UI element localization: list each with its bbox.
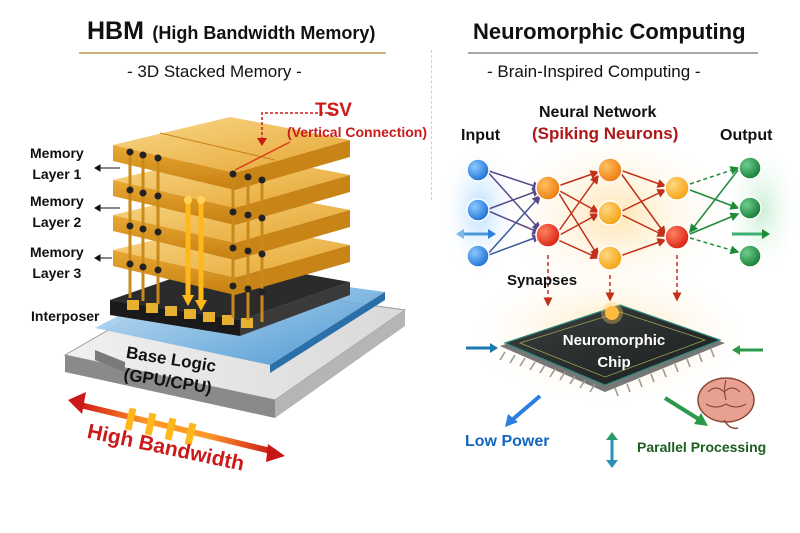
memory-layer-1-label: Memory Layer 1 (30, 145, 84, 182)
tsv-callout (257, 112, 333, 146)
hbm-subtitle: - 3D Stacked Memory - (127, 62, 302, 81)
high-bandwidth-arrow (68, 392, 285, 462)
interposer-pads (127, 300, 253, 328)
synapse-connections (485, 166, 740, 307)
output-neurons (738, 156, 762, 268)
hidden-neurons (535, 157, 690, 271)
data-flow-arrows (182, 196, 207, 311)
chip-label: Neuromorphic Chip (562, 332, 666, 371)
layer-pointers (94, 164, 120, 262)
hbm-title-paren: (High Bandwidth Memory) (152, 23, 376, 43)
neuromorphic-title-underline (468, 52, 758, 54)
chip-flow-arrows (466, 343, 763, 468)
brain-icon (697, 377, 755, 430)
tsv-label: TSV (315, 100, 352, 121)
network-title: Neural Network (539, 104, 657, 121)
memory-layer-2-label: Memory Layer 2 (30, 193, 84, 230)
hbm-title: HBM (High Bandwidth Memory) (87, 17, 375, 46)
neuromorphic-chip (499, 302, 725, 397)
input-neurons (466, 158, 490, 268)
memory-layer-3-label: Memory Layer 3 (30, 244, 84, 281)
synapses-label: Synapses (507, 272, 578, 289)
hbm-illustration (63, 112, 407, 462)
panel-divider (431, 50, 432, 200)
tsv-sublabel: (Vertical Connection) (287, 124, 428, 140)
input-label: Input (461, 127, 501, 144)
network-subtitle: (Spiking Neurons) (532, 124, 679, 143)
output-label: Output (720, 127, 773, 144)
low-power-label: Low Power (465, 433, 550, 450)
io-flow-arrows (456, 229, 770, 239)
hbm-title-underline (79, 52, 386, 54)
hbm-title-main: HBM (87, 17, 144, 45)
parallel-processing-label: Parallel Processing (637, 439, 767, 455)
neuromorphic-subtitle: - Brain-Inspired Computing - (487, 62, 701, 81)
interposer-label: Interposer (31, 308, 100, 324)
tsv-nodes (126, 148, 266, 296)
neuromorphic-title: Neuromorphic Computing (473, 19, 746, 44)
